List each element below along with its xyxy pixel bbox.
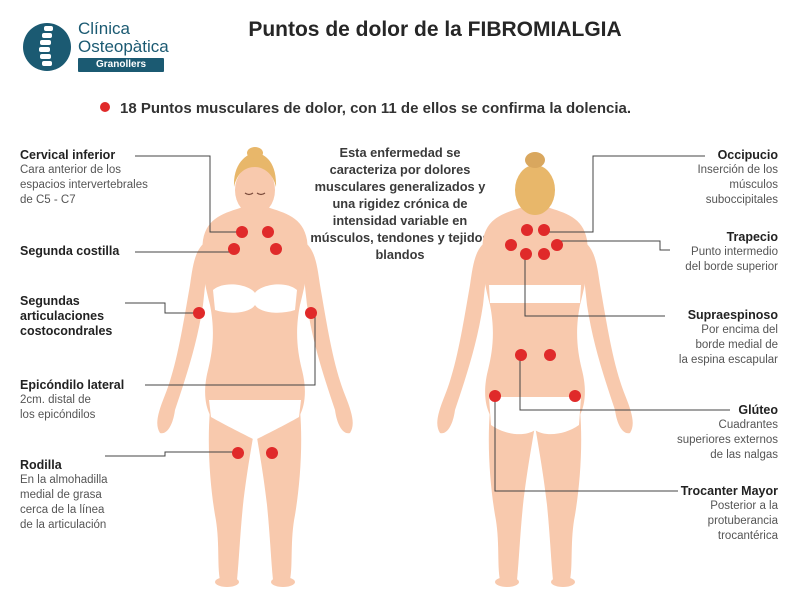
label-trocanter-mayor: Trocanter Mayor Posterior a la protubera… — [681, 484, 778, 544]
legend-point-marker — [100, 102, 110, 112]
label-desc: Posterior a la — [710, 500, 778, 512]
label-title: Cervical inferior — [20, 148, 116, 162]
point-knee-left — [232, 447, 244, 459]
label-desc: de C5 - C7 — [20, 194, 76, 206]
label-epicondilo-lateral: Epicóndilo lateral 2cm. distal de los ep… — [20, 378, 124, 423]
label-desc: de la articulación — [20, 519, 107, 531]
label-segunda-costilla: Segunda costilla — [20, 244, 119, 259]
label-trapecio: Trapecio Punto intermedio del borde supe… — [685, 230, 778, 275]
point-cervical-right — [262, 226, 274, 238]
point-cervical-left — [236, 226, 248, 238]
logo-badge: Granollers — [78, 58, 165, 72]
label-title: Trocanter Mayor — [680, 484, 778, 498]
label-desc: cerca de la línea — [20, 504, 105, 516]
disease-description: Esta enfermedad se caracteriza por dolor… — [310, 145, 490, 262]
label-desc: superiores externos — [677, 434, 778, 446]
label-desc: los epicóndilos — [20, 409, 96, 421]
point-trapezius-left — [505, 239, 517, 251]
label-title: Segundas articulaciones costocondrales — [20, 294, 113, 338]
label-cervical-inferior: Cervical inferior Cara anterior de los e… — [20, 148, 148, 208]
connector-lines — [105, 155, 730, 492]
label-desc: músculos — [729, 179, 778, 191]
label-desc: medial de grasa — [20, 489, 102, 501]
point-trochanter-left — [489, 390, 501, 402]
page-title: Puntos de dolor de la FIBROMIALGIA — [248, 18, 622, 41]
point-supraspinatus-right — [538, 248, 550, 260]
label-title: Segunda costilla — [20, 244, 120, 258]
label-title: Rodilla — [20, 458, 62, 472]
logo-line-2: Osteopàtica — [78, 37, 169, 56]
point-occiput-right — [538, 224, 550, 236]
label-desc: la espina escapular — [678, 354, 778, 366]
front-body-figure — [157, 147, 353, 587]
point-trapezius-right — [551, 239, 563, 251]
subtitle: 18 Puntos musculares de dolor, con 11 de… — [100, 100, 631, 117]
label-title: Supraespinoso — [687, 308, 778, 322]
label-desc: de las nalgas — [710, 449, 778, 461]
label-desc: trocantérica — [717, 530, 778, 542]
label-desc: espacios intervertebrales — [20, 179, 148, 191]
point-gluteal-right — [544, 349, 556, 361]
point-occiput-left — [521, 224, 533, 236]
point-trochanter-right — [569, 390, 581, 402]
label-rodilla: Rodilla En la almohadilla medial de gras… — [20, 458, 108, 533]
label-desc: del borde superior — [685, 261, 778, 273]
point-rib-left — [228, 243, 240, 255]
spine-logo-icon — [23, 23, 71, 71]
point-costochondral-right — [305, 307, 317, 319]
point-knee-right — [266, 447, 278, 459]
label-title: Glúteo — [738, 403, 778, 417]
label-desc: Punto intermedio — [691, 246, 778, 258]
label-desc: Cara anterior de los — [20, 164, 121, 176]
logo-line-1: Clínica — [78, 19, 130, 38]
label-desc: Inserción de los — [697, 164, 778, 176]
back-body-figure — [437, 152, 633, 587]
tender-points — [193, 224, 581, 459]
label-costocondrales: Segundas articulaciones costocondrales — [20, 294, 130, 339]
clinic-logo: Clínica Osteopàtica Granollers — [22, 18, 182, 78]
label-desc: protuberancia — [707, 515, 778, 527]
label-desc: Por encima del — [701, 324, 778, 336]
point-supraspinatus-left — [520, 248, 532, 260]
point-gluteal-left — [515, 349, 527, 361]
label-title: Epicóndilo lateral — [20, 378, 125, 392]
label-supraespinoso: Supraespinoso Por encima del borde media… — [679, 308, 778, 368]
label-occipucio: Occipucio Inserción de los músculos subo… — [697, 148, 778, 208]
label-desc: suboccipitales — [705, 194, 778, 206]
label-desc: Cuadrantes — [718, 419, 778, 431]
label-desc: En la almohadilla — [20, 474, 108, 486]
subtitle-text: 18 Puntos musculares de dolor, con 11 de… — [120, 100, 632, 117]
label-desc: borde medial de — [695, 339, 778, 351]
label-title: Trapecio — [726, 230, 778, 244]
point-costochondral-left — [193, 307, 205, 319]
label-gluteo: Glúteo Cuadrantes superiores externos de… — [677, 403, 778, 463]
label-title: Occipucio — [717, 148, 778, 162]
point-rib-right — [270, 243, 282, 255]
label-desc: 2cm. distal de — [20, 394, 91, 406]
